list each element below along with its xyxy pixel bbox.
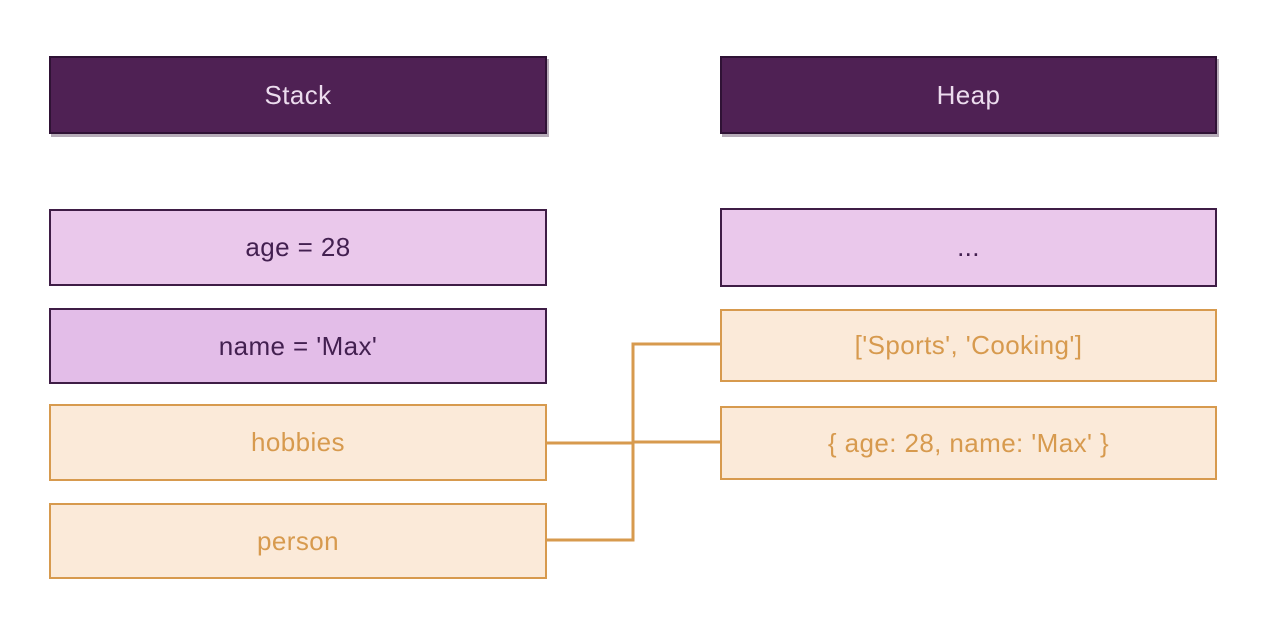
heap-item-ellipsis: ... xyxy=(720,208,1217,287)
heap-item-hobbies-array: ['Sports', 'Cooking'] xyxy=(720,309,1217,382)
heap-item-ellipsis-label: ... xyxy=(957,232,980,262)
stack-item-age-label: age = 28 xyxy=(245,232,351,262)
stack-header: Stack xyxy=(49,56,547,134)
stack-item-age: age = 28 xyxy=(49,209,547,286)
heap-header-label: Heap xyxy=(936,79,1001,110)
heap-item-person-object: { age: 28, name: 'Max' } xyxy=(720,406,1217,480)
heap-item-person-object-label: { age: 28, name: 'Max' } xyxy=(827,427,1110,458)
stack-item-hobbies-label: hobbies xyxy=(251,427,345,457)
stack-item-name: name = 'Max' xyxy=(49,308,547,384)
stack-header-label: Stack xyxy=(264,79,332,110)
stack-item-name-label: name = 'Max' xyxy=(218,330,378,361)
stack-item-person: person xyxy=(49,503,547,579)
heap-item-hobbies-array-label: ['Sports', 'Cooking'] xyxy=(854,330,1083,360)
stack-item-person-label: person xyxy=(257,525,339,556)
connector-person-to-object xyxy=(546,440,723,542)
stack-item-hobbies: hobbies xyxy=(49,404,547,481)
heap-header: Heap xyxy=(720,56,1217,134)
connector-hobbies-to-array xyxy=(546,342,723,445)
